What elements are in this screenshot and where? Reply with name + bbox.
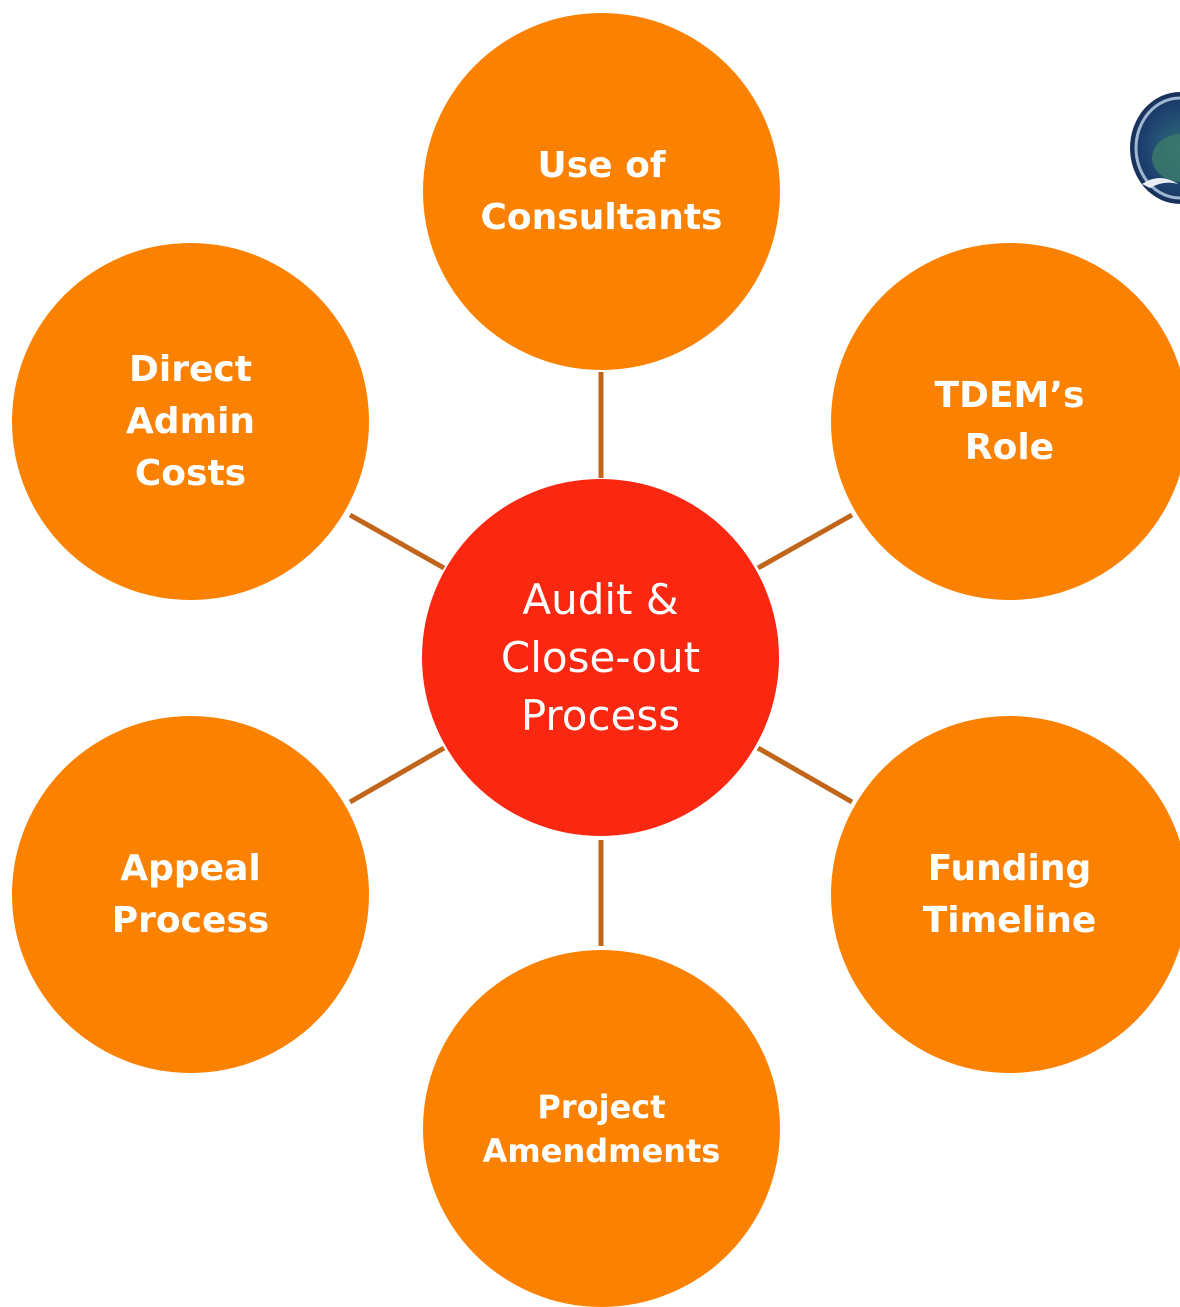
node-tdems-role: TDEM’s Role (831, 243, 1180, 600)
node-label: Direct Admin Costs (125, 348, 256, 494)
node-label: Use of Consultants (480, 144, 723, 238)
node-label: Funding Timeline (922, 847, 1097, 941)
node-label: TDEM’s Role (934, 374, 1085, 468)
node-label: Project Amendments (482, 1087, 721, 1170)
node-project-amendments: Project Amendments (423, 950, 780, 1307)
connector-lower-right (756, 745, 854, 805)
node-funding-timeline: Funding Timeline (831, 716, 1180, 1073)
seal-emblem-icon (1130, 92, 1180, 204)
connector-lower-left (348, 745, 446, 805)
node-direct-admin-costs: Direct Admin Costs (12, 243, 369, 600)
node-label: Appeal Process (111, 847, 270, 941)
center-node-audit-closeout: Audit & Close-out Process (422, 479, 779, 836)
connector-upper-left (348, 512, 446, 571)
center-label: Audit & Close-out Process (500, 574, 701, 740)
node-appeal-process: Appeal Process (12, 716, 369, 1073)
connector-upper-right (756, 512, 854, 571)
node-use-of-consultants: Use of Consultants (423, 13, 780, 370)
